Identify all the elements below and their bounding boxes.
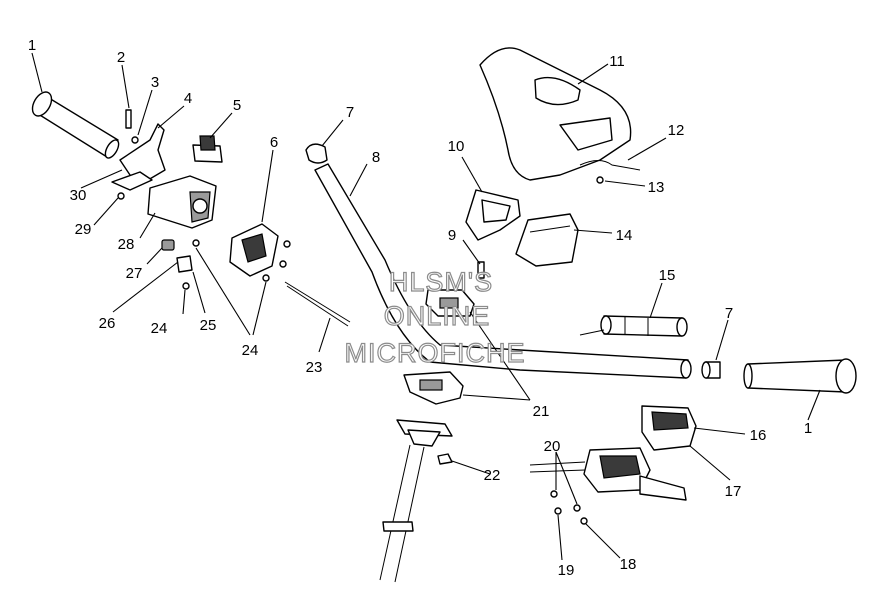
watermark-line-1: HLSM'S xyxy=(389,267,493,297)
cover-14 xyxy=(515,213,579,267)
callout-7-top: 7 xyxy=(346,104,354,121)
callout-9: 9 xyxy=(448,227,456,244)
bolt-9 xyxy=(477,261,485,279)
switch-housing-6 xyxy=(229,223,291,277)
callout-22: 22 xyxy=(484,467,501,484)
wire-12 xyxy=(579,160,641,184)
left-small-hardware xyxy=(117,109,139,200)
callout-2: 2 xyxy=(117,49,125,66)
leader-lines xyxy=(31,52,821,561)
callout-14: 14 xyxy=(616,227,633,244)
right-grip xyxy=(743,358,857,394)
callout-23: 23 xyxy=(306,359,323,376)
hand-warmer-cover xyxy=(479,47,632,181)
handlebar-tube xyxy=(305,143,692,379)
callout-5: 5 xyxy=(233,97,241,114)
callout-18: 18 xyxy=(620,556,637,573)
callout-30: 30 xyxy=(70,187,87,204)
nut-22 xyxy=(437,453,453,465)
housing-small-parts xyxy=(161,239,270,290)
callout-24-b: 24 xyxy=(242,342,259,359)
callout-8: 8 xyxy=(372,149,380,166)
callout-16: 16 xyxy=(750,427,767,444)
callout-3: 3 xyxy=(151,74,159,91)
callout-11: 11 xyxy=(609,53,625,70)
callout-13: 13 xyxy=(648,179,665,196)
callout-27: 27 xyxy=(126,265,143,282)
brake-master-cylinder xyxy=(529,447,687,501)
handlebar-clamp-lower xyxy=(403,371,464,405)
callout-26: 26 xyxy=(99,315,116,332)
watermark-line-3: MICROFICHE xyxy=(345,338,526,368)
cover-10 xyxy=(465,189,521,241)
left-grip xyxy=(31,91,120,159)
callout-10: 10 xyxy=(448,138,465,155)
callout-6: 6 xyxy=(270,134,278,151)
callout-19: 19 xyxy=(558,562,575,579)
steering-column xyxy=(379,419,453,583)
watermark: HLSM'S ONLINE MICROFICHE xyxy=(344,266,526,368)
callout-15: 15 xyxy=(659,267,676,284)
callout-4: 4 xyxy=(184,90,192,107)
watermark-line-2: ONLINE xyxy=(384,301,491,331)
callout-1-left: 1 xyxy=(28,37,36,54)
handlebar-clamp-upper xyxy=(425,289,475,317)
callout-labels: 1 2 3 4 5 6 30 29 28 27 26 24 25 24 23 7… xyxy=(28,37,812,579)
callout-17: 17 xyxy=(725,483,742,500)
callout-7-right: 7 xyxy=(725,305,733,322)
callout-20: 20 xyxy=(544,438,561,455)
cable-23 xyxy=(284,281,351,327)
callout-25: 25 xyxy=(200,317,217,334)
grip-heater xyxy=(579,315,688,337)
callout-29: 29 xyxy=(75,221,92,238)
throttle-lever-assembly xyxy=(111,123,166,191)
callout-21: 21 xyxy=(533,403,550,420)
callout-24-a: 24 xyxy=(151,320,168,337)
bar-end-plug-right xyxy=(701,361,721,379)
throttle-housing xyxy=(147,175,217,229)
callout-1-right: 1 xyxy=(804,420,812,437)
brake-lever-housing xyxy=(641,405,697,451)
switch-part-5 xyxy=(192,135,223,163)
callout-12: 12 xyxy=(668,122,685,139)
brake-screws xyxy=(550,490,588,525)
callout-28: 28 xyxy=(118,236,135,253)
